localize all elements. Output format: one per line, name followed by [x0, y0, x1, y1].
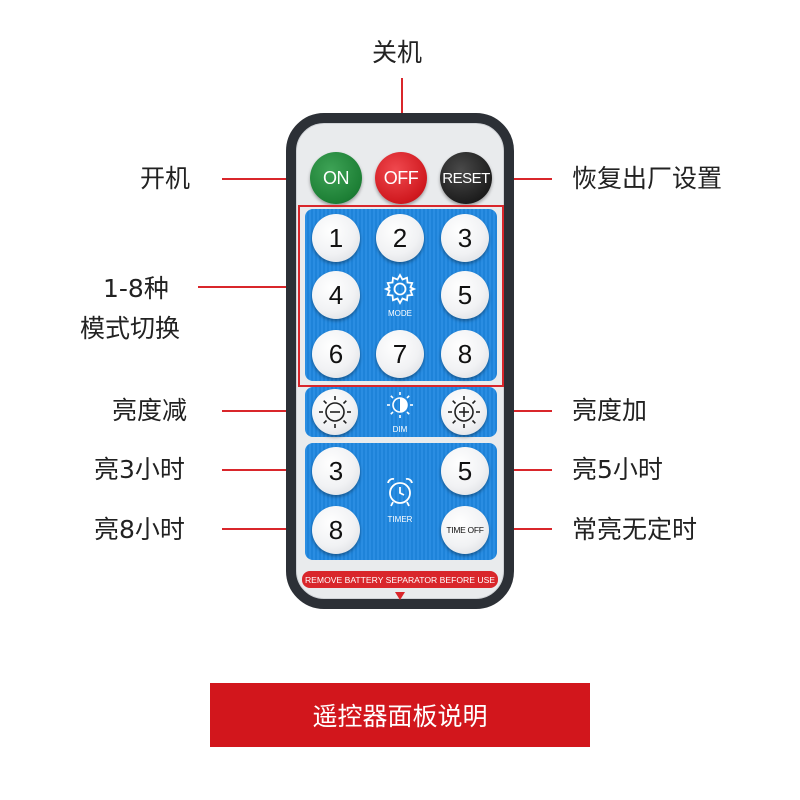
- on-callout-line: [222, 178, 330, 180]
- mode-button-4[interactable]: 4: [312, 271, 360, 319]
- brightness-up-button[interactable]: [441, 389, 487, 435]
- label-mode-switch-2: 模式切换: [80, 314, 181, 343]
- reset-button[interactable]: RESET: [440, 152, 492, 204]
- mode-button-1[interactable]: 1: [312, 214, 360, 262]
- off-button[interactable]: OFF: [375, 152, 427, 204]
- sun-minus-icon: [319, 396, 351, 428]
- mode-button-2[interactable]: 2: [376, 214, 424, 262]
- alarm-clock-icon: [387, 478, 413, 507]
- label-power-on: 开机: [140, 164, 191, 193]
- label-on-5h: 亮5小时: [572, 455, 663, 484]
- label-brightness-down: 亮度减: [112, 396, 188, 425]
- label-brightness-up: 亮度加: [572, 396, 648, 425]
- gear-icon: [383, 273, 417, 305]
- mode-button-5[interactable]: 5: [441, 271, 489, 319]
- down-arrow-icon: [395, 592, 405, 600]
- timer8-callout-line: [222, 528, 338, 530]
- time-off-button[interactable]: TIME OFF: [441, 506, 489, 554]
- brightness-down-button[interactable]: [312, 389, 358, 435]
- dim-label: DIM: [392, 425, 408, 434]
- mode-highlight-box: [298, 205, 504, 387]
- mode-button-3[interactable]: 3: [441, 214, 489, 262]
- mode-button-8[interactable]: 8: [441, 330, 489, 378]
- sun-half-icon: [387, 392, 413, 418]
- mode-callout-line: [198, 286, 302, 288]
- label-on-3h: 亮3小时: [94, 455, 185, 484]
- mode-button-7[interactable]: 7: [376, 330, 424, 378]
- label-on-8h: 亮8小时: [94, 515, 185, 544]
- timer-3-button[interactable]: 3: [312, 447, 360, 495]
- sun-plus-icon: [448, 396, 480, 428]
- battery-separator-strip: REMOVE BATTERY SEPARATOR BEFORE USE: [302, 571, 498, 588]
- label-factory-reset: 恢复出厂设置: [572, 164, 723, 193]
- mode-label: MODE: [388, 309, 412, 318]
- timer-label: TIMER: [387, 515, 413, 524]
- dim-down-callout-line: [222, 410, 340, 412]
- label-power-off: 关机: [372, 38, 423, 67]
- timer-5-button[interactable]: 5: [441, 447, 489, 495]
- timer-8-button[interactable]: 8: [312, 506, 360, 554]
- label-mode-switch-1: 1-8种: [103, 274, 169, 303]
- label-always-on: 常亮无定时: [572, 515, 698, 544]
- mode-button-6[interactable]: 6: [312, 330, 360, 378]
- timer3-callout-line: [222, 469, 338, 471]
- panel-description-banner: 遥控器面板说明: [210, 683, 590, 747]
- on-button[interactable]: ON: [310, 152, 362, 204]
